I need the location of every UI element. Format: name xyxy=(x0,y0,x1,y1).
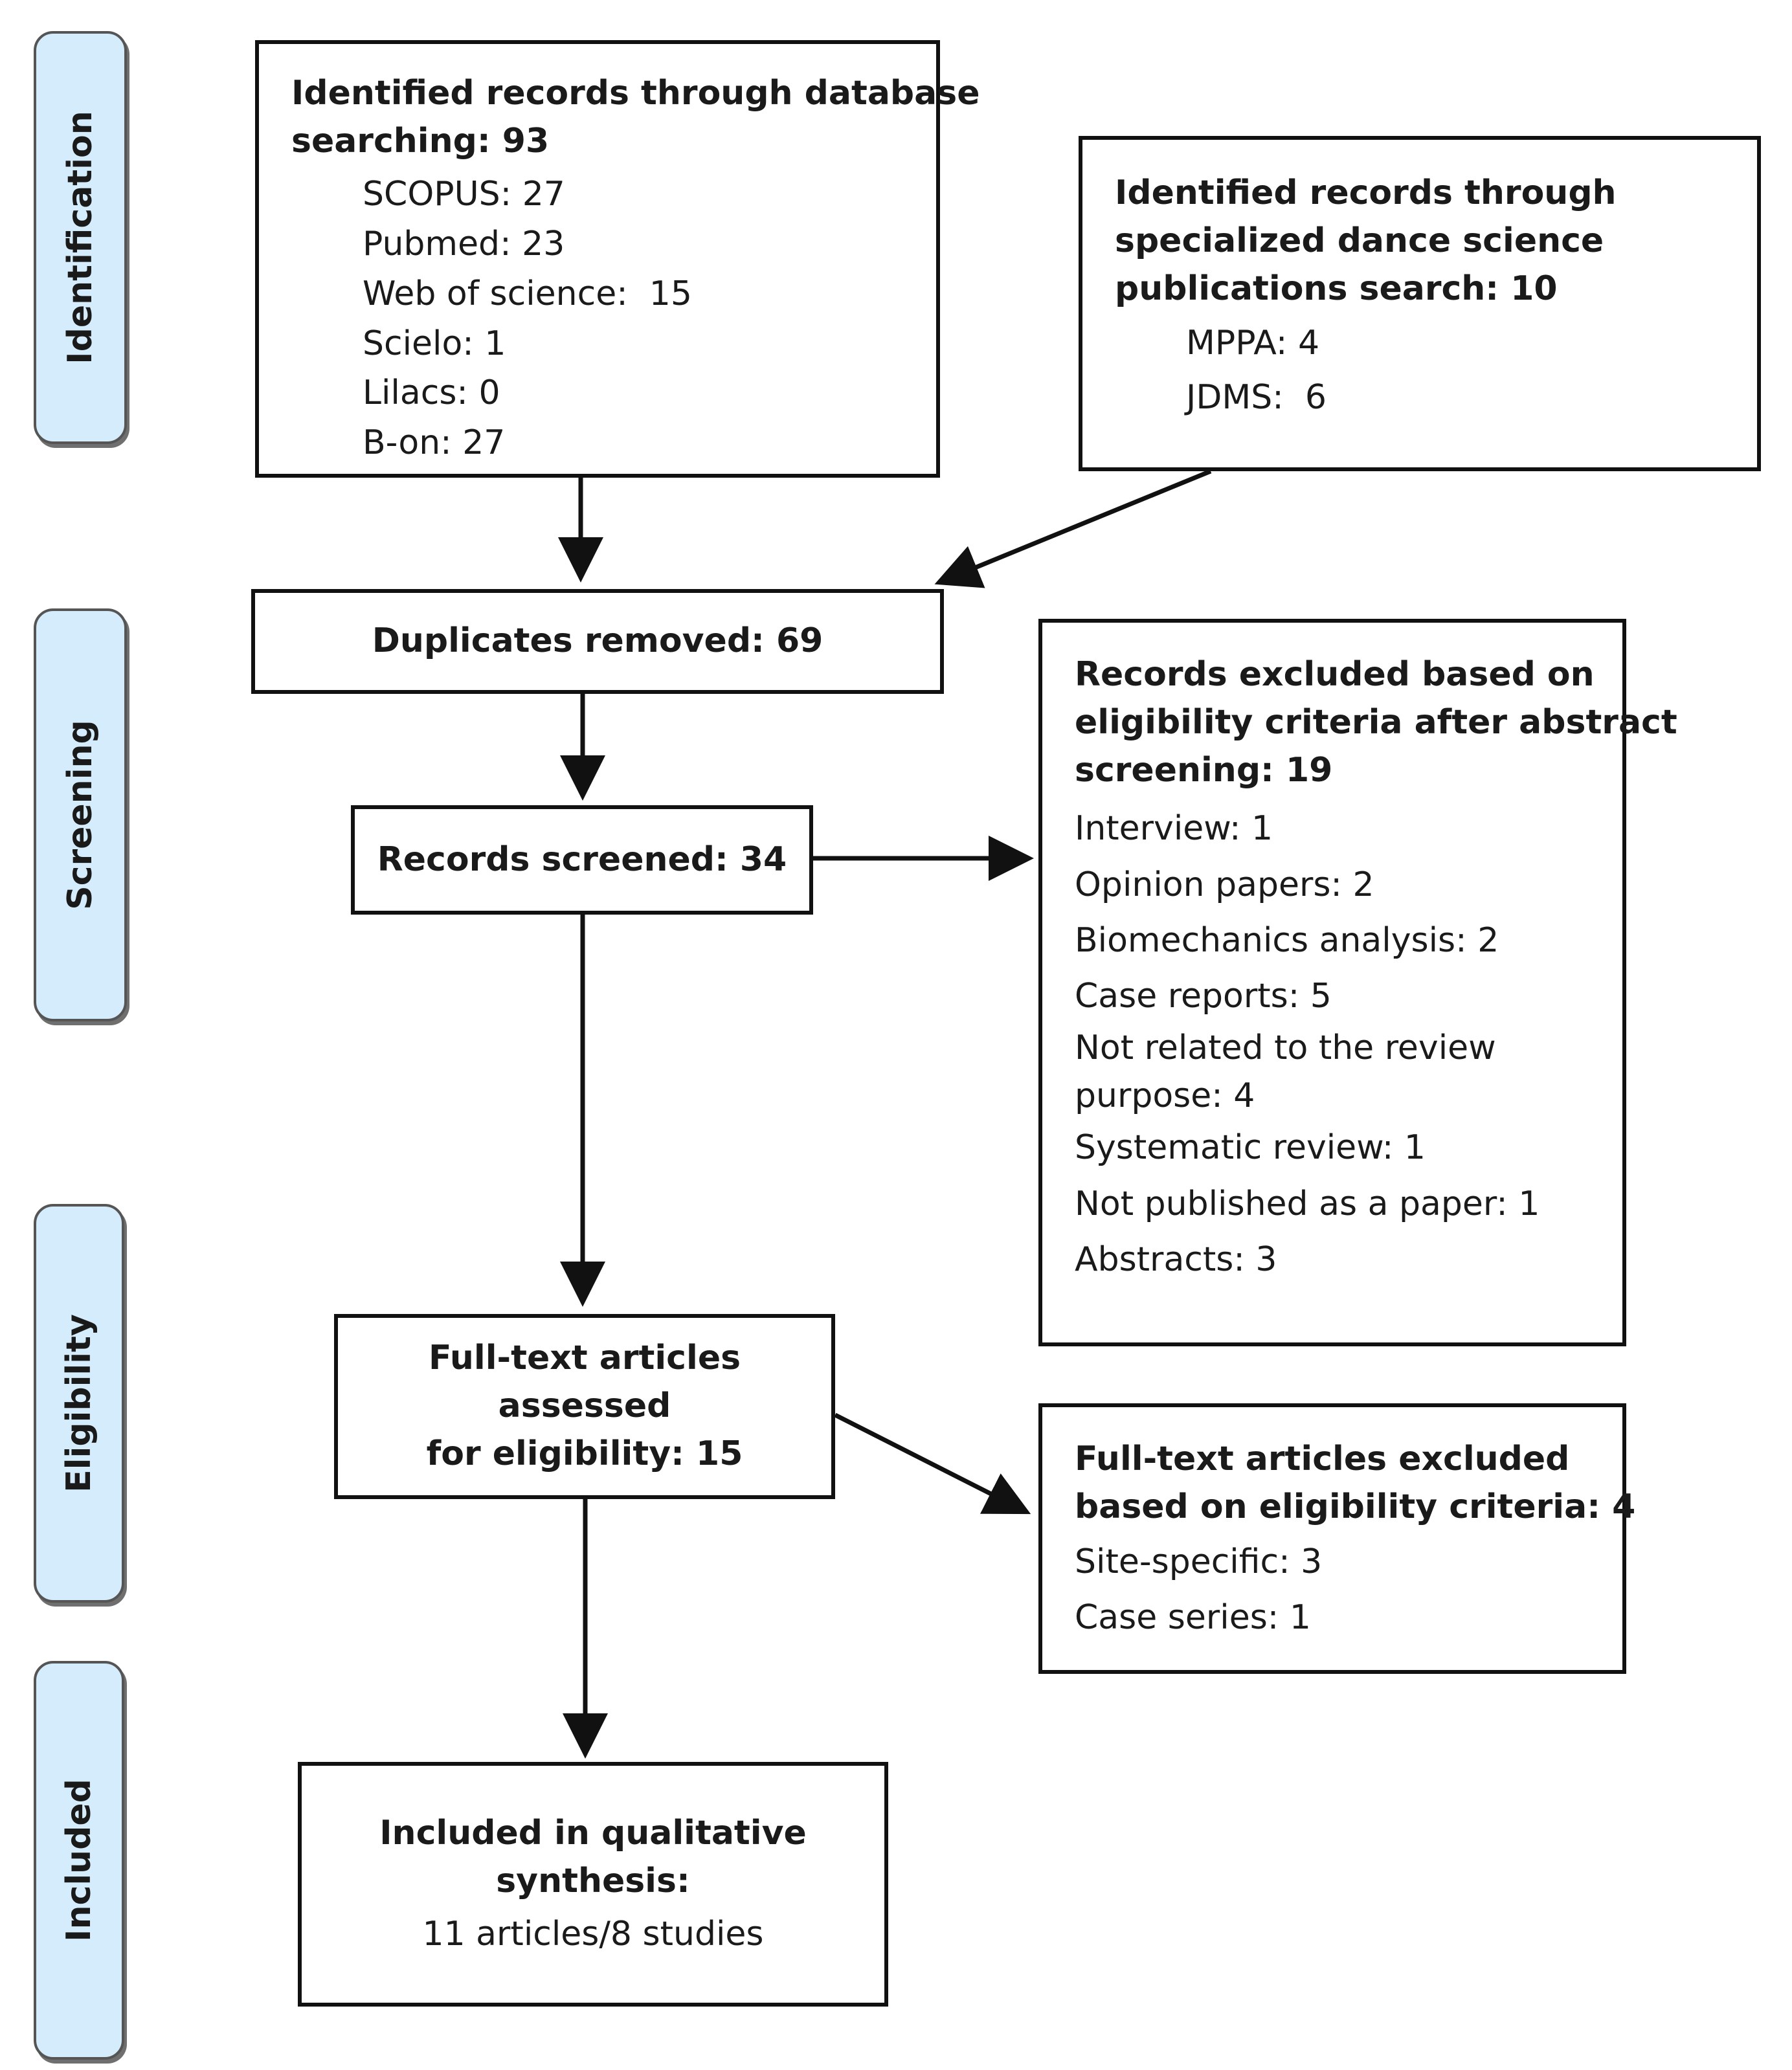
included-line2: synthesis: xyxy=(496,1862,690,1901)
records-screened-box: Records screened: 34 xyxy=(351,805,813,915)
source-lilacs: Lilacs: 0 xyxy=(363,373,500,413)
source-jdms: JDMS: 6 xyxy=(1186,377,1327,417)
dance-sources-list: MPPA: 4 JDMS: 6 xyxy=(1115,317,1757,424)
reason-case-reports: Case reports: 5 xyxy=(1075,977,1332,1016)
database-sources-list: SCOPUS: 27 Pubmed: 23 Web of science: 15… xyxy=(291,170,936,469)
reason-not-related-line1: Not related to the review xyxy=(1075,1028,1496,1067)
source-b-on: B-on: 27 xyxy=(363,423,506,463)
source-web-of-science: Web of science: 15 xyxy=(363,274,692,313)
source-scielo: Scielo: 1 xyxy=(363,324,506,363)
duplicates-removed-box: Duplicates removed: 69 xyxy=(251,589,944,694)
fulltext-excluded-title-line1: Full-text articles excluded xyxy=(1075,1440,1570,1478)
dance-search-box: Identified records through specialized d… xyxy=(1079,136,1761,471)
fulltext-excluded-reasons: Site-specific: 3 Case series: 1 xyxy=(1075,1534,1622,1646)
phase-screening-label: Screening xyxy=(61,720,100,910)
reason-opinion-papers: Opinion papers: 2 xyxy=(1075,865,1374,904)
phase-included: Included xyxy=(34,1661,124,2060)
reason-case-series: Case series: 1 xyxy=(1075,1597,1311,1637)
arrow-dance-to-duplicates xyxy=(934,469,1212,588)
reason-site-specific: Site-specific: 3 xyxy=(1075,1542,1323,1581)
database-search-title-line2: searching: 93 xyxy=(291,121,550,161)
fulltext-excluded-title-line2: based on eligibility criteria: 4 xyxy=(1075,1487,1636,1526)
excluded-abstract-reasons: Interview: 1 Opinion papers: 2 Biomechan… xyxy=(1075,801,1622,1287)
included-line3: 11 articles/8 studies xyxy=(422,1914,764,1953)
included-line1: Included in qualitative xyxy=(379,1814,807,1853)
source-pubmed: Pubmed: 23 xyxy=(363,224,565,263)
fulltext-assessed-line1: Full-text articles assessed xyxy=(428,1339,741,1426)
reason-biomechanics-analysis: Biomechanics analysis: 2 xyxy=(1075,921,1499,961)
dance-search-title-line1: Identified records through xyxy=(1115,173,1617,212)
arrow-fulltext-to-excluded xyxy=(834,1412,1031,1515)
excluded-abstract-title-line1: Records excluded based on xyxy=(1075,655,1595,694)
records-screened-label: Records screened: 34 xyxy=(377,840,787,879)
phase-identification: Identification xyxy=(34,31,127,444)
database-search-box: Identified records through database sear… xyxy=(255,40,980,478)
excluded-abstract-box: Records excluded based on eligibility cr… xyxy=(1038,619,1677,1346)
reason-not-published: Not published as a paper: 1 xyxy=(1075,1184,1540,1223)
fulltext-assessed-line2: for eligibility: 15 xyxy=(426,1434,743,1473)
source-mppa: MPPA: 4 xyxy=(1186,324,1320,363)
reason-interview: Interview: 1 xyxy=(1075,809,1273,849)
database-search-title-line1: Identified records through database xyxy=(291,74,980,113)
excluded-abstract-title-line3: screening: 19 xyxy=(1075,750,1333,790)
phase-screening: Screening xyxy=(34,608,127,1021)
phase-identification-label: Identification xyxy=(61,111,100,364)
duplicates-removed-label: Duplicates removed: 69 xyxy=(372,621,823,661)
reason-systematic-review: Systematic review: 1 xyxy=(1075,1128,1426,1168)
phase-eligibility-label: Eligibility xyxy=(60,1314,98,1493)
reason-abstracts: Abstracts: 3 xyxy=(1075,1240,1277,1280)
phase-eligibility: Eligibility xyxy=(34,1204,124,1603)
reason-not-related-line2: purpose: 4 xyxy=(1075,1076,1255,1115)
phase-included-label: Included xyxy=(60,1779,98,1942)
source-scopus: SCOPUS: 27 xyxy=(363,174,565,214)
dance-search-title-line3: publications search: 10 xyxy=(1115,269,1558,308)
excluded-abstract-title-line2: eligibility criteria after abstract xyxy=(1075,702,1677,742)
included-box: Included in qualitative synthesis: 11 ar… xyxy=(298,1762,888,2007)
fulltext-assessed-box: Full-text articles assessed for eligibil… xyxy=(334,1314,835,1499)
fulltext-excluded-box: Full-text articles excluded based on eli… xyxy=(1038,1403,1636,1674)
dance-search-title-line2: specialized dance science xyxy=(1115,221,1604,260)
